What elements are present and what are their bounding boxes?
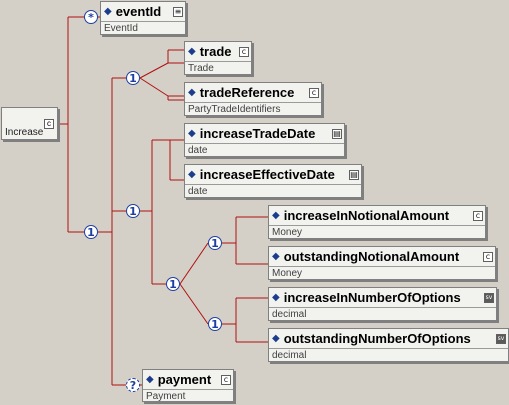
connector-choice-amounts[interactable]: 1 bbox=[166, 277, 180, 291]
connector-sequence-details[interactable]: 1 bbox=[126, 204, 140, 218]
element-outstandingNotionalAmount[interactable]: ◆outstandingNotionalAmount Money c bbox=[268, 246, 496, 280]
element-increaseEffectiveDate[interactable]: ◆increaseEffectiveDate date ▤ bbox=[184, 164, 362, 198]
connector-choice-main[interactable]: 1 bbox=[84, 225, 98, 239]
element-type: EventId bbox=[104, 23, 138, 34]
element-name: increaseInNotionalAmount bbox=[283, 208, 450, 223]
element-diamond-icon: ◆ bbox=[272, 291, 280, 303]
simple-type-icon: ▤ bbox=[332, 129, 342, 139]
connector-optional-payment[interactable]: ? bbox=[126, 378, 140, 392]
simple-value-icon: sv bbox=[484, 293, 494, 303]
simple-value-icon: sv bbox=[496, 334, 506, 344]
element-name: eventId bbox=[115, 4, 162, 19]
root-increase-box[interactable]: c Increase bbox=[1, 107, 58, 140]
simple-type-icon: ≡ bbox=[173, 7, 183, 17]
element-eventId[interactable]: ◆eventId EventId ≡ bbox=[100, 1, 186, 35]
element-type: PartyTradeIdentifiers bbox=[188, 104, 281, 115]
element-diamond-icon: ◆ bbox=[188, 45, 196, 57]
element-type: decimal bbox=[272, 309, 307, 320]
element-increaseInNumberOfOptions[interactable]: ◆increaseInNumberOfOptions decimal sv bbox=[268, 287, 497, 321]
complex-type-icon: c bbox=[309, 88, 319, 98]
element-diamond-icon: ◆ bbox=[188, 168, 196, 180]
root-label: Increase bbox=[5, 127, 44, 138]
element-outstandingNumberOfOptions[interactable]: ◆outstandingNumberOfOptions decimal sv bbox=[268, 328, 509, 362]
element-type: Money bbox=[272, 227, 303, 238]
element-increaseInNotionalAmount[interactable]: ◆increaseInNotionalAmount Money c bbox=[268, 205, 486, 239]
element-name: payment bbox=[157, 372, 212, 387]
element-name: outstandingNotionalAmount bbox=[283, 249, 460, 264]
connector-sequence-options[interactable]: 1 bbox=[208, 317, 222, 331]
connector-zero-or-more[interactable]: * bbox=[84, 10, 98, 24]
element-name: increaseEffectiveDate bbox=[199, 167, 335, 182]
connector-sequence-notional[interactable]: 1 bbox=[208, 236, 222, 250]
complex-type-icon: c bbox=[221, 375, 231, 385]
element-type: date bbox=[188, 145, 208, 156]
element-diamond-icon: ◆ bbox=[146, 373, 154, 385]
element-diamond-icon: ◆ bbox=[104, 5, 112, 17]
element-name: outstandingNumberOfOptions bbox=[283, 331, 471, 346]
complex-type-icon: c bbox=[239, 47, 249, 57]
element-name: trade bbox=[199, 44, 232, 59]
element-type: Payment bbox=[146, 391, 186, 402]
element-tradeReference[interactable]: ◆tradeReference PartyTradeIdentifiers c bbox=[184, 82, 322, 116]
connector-choice-trade[interactable]: 1 bbox=[126, 71, 140, 85]
element-increaseTradeDate[interactable]: ◆increaseTradeDate date ▤ bbox=[184, 123, 345, 157]
element-type: date bbox=[188, 186, 208, 197]
element-diamond-icon: ◆ bbox=[272, 250, 280, 262]
element-diamond-icon: ◆ bbox=[272, 209, 280, 221]
element-name: increaseInNumberOfOptions bbox=[283, 290, 461, 305]
element-trade[interactable]: ◆trade Trade c bbox=[184, 41, 252, 75]
element-name: tradeReference bbox=[199, 85, 295, 100]
element-diamond-icon: ◆ bbox=[272, 332, 280, 344]
element-payment[interactable]: ◆payment Payment c bbox=[142, 369, 234, 402]
complex-type-icon: c bbox=[483, 252, 493, 262]
simple-type-icon: ▤ bbox=[349, 170, 359, 180]
complex-type-icon: c bbox=[44, 119, 54, 129]
element-diamond-icon: ◆ bbox=[188, 86, 196, 98]
complex-type-icon: c bbox=[473, 211, 483, 221]
element-diamond-icon: ◆ bbox=[188, 127, 196, 139]
element-name: increaseTradeDate bbox=[199, 126, 316, 141]
element-type: Trade bbox=[188, 63, 214, 74]
element-type: decimal bbox=[272, 350, 307, 361]
element-type: Money bbox=[272, 268, 303, 279]
